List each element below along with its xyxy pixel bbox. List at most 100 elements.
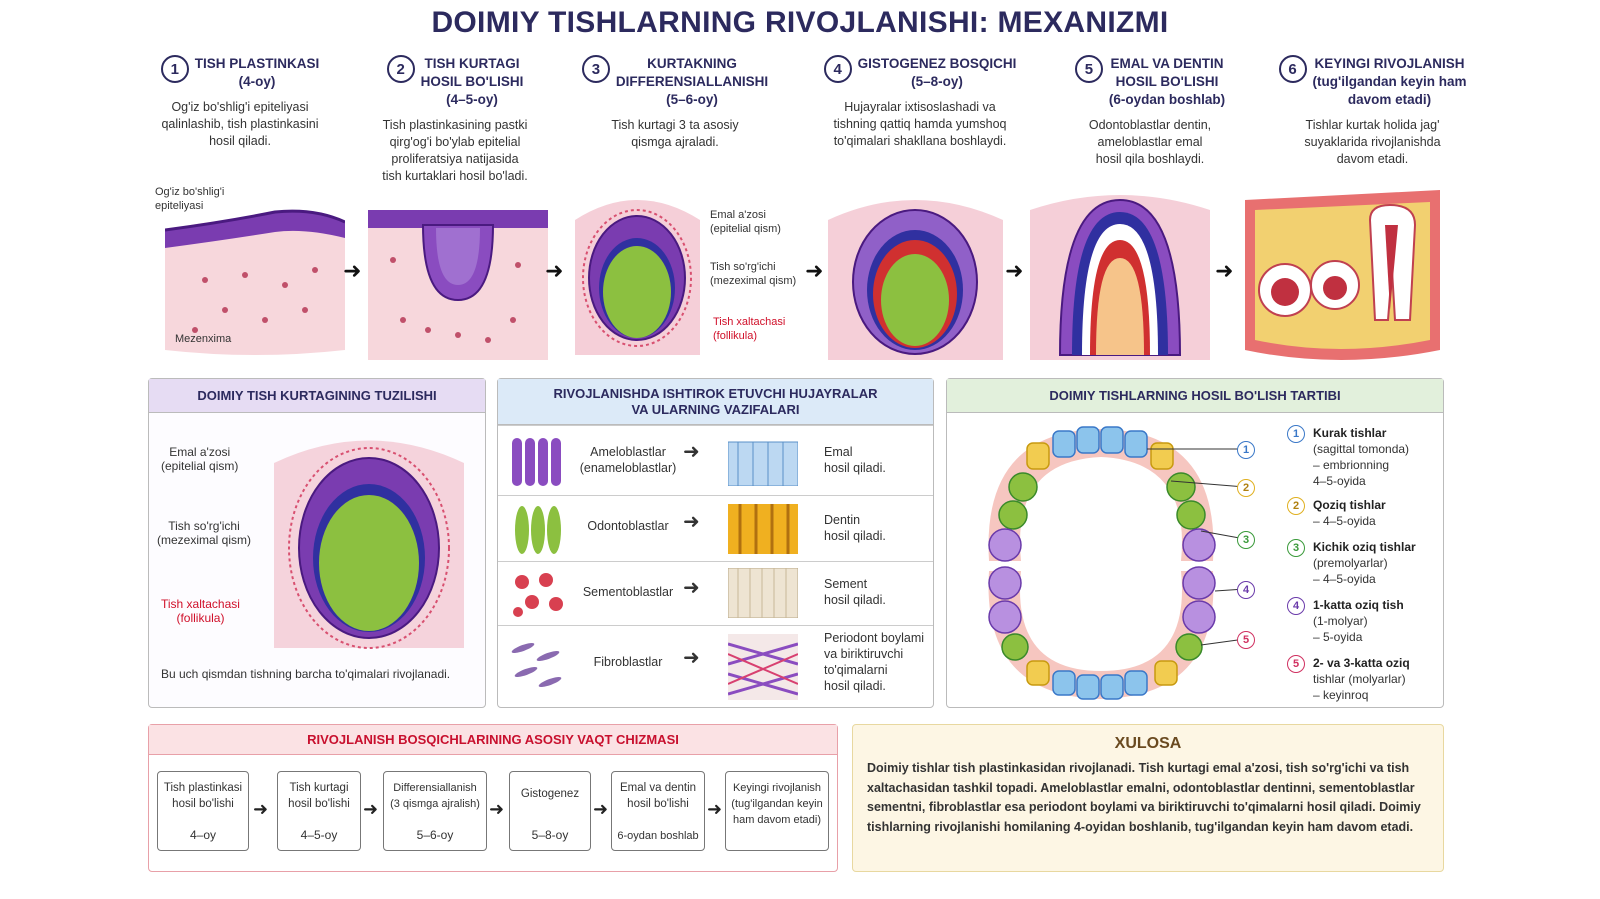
arrow-right-icon: ➜ (683, 647, 700, 669)
legend-number: 4 (1287, 597, 1305, 615)
cell-row: Sementoblastlar ➜ Sement hosil qiladi. (498, 561, 933, 625)
panel-title: DOIMIY TISH KURTAGINING TUZILISHI (149, 379, 485, 413)
legend-item: 3 Kichik oziq tishlar (premolyarlar) – 4–… (1287, 539, 1416, 587)
cell-name: Sementoblastlar (582, 585, 674, 599)
timeline-box-time: 5–6-oy (416, 828, 454, 842)
stage-number: 4 (823, 55, 852, 83)
legend-text: (1-molyar) – 5-oyida (1313, 614, 1368, 644)
legend-text: (premolyarlar) – 4–5-oyida (1313, 556, 1388, 586)
stage-6-illustration (1245, 190, 1440, 360)
timeline-box: Keyingi rivojlanish (tug'ilgandan keyin … (725, 771, 829, 851)
label-dental-papilla: Tish so'rg'ichi (mezeximal qism) (710, 261, 797, 287)
ameloblast-icon (512, 438, 561, 486)
legend-title: 1-katta oziq tish (1313, 598, 1404, 612)
dental-arch-diagram (988, 426, 1246, 700)
stage-description: Og'iz bo'shlig'i epiteliyasi qalinlashib… (161, 100, 319, 148)
panel-footer: Bu uch qismdan tishning barcha to'qimala… (161, 667, 451, 681)
cell-function: Periodont boylami va biriktiruvchi to'qi… (824, 631, 925, 693)
timeline-box-text: Tish plastinkasi hosil bo'lishi (163, 782, 243, 810)
arrow-right-icon: ➜ (805, 258, 824, 283)
cementoblast-icon (513, 573, 563, 617)
label-dental-follicle: Tish xaltachasi (follikula) (161, 597, 240, 625)
legend-number: 5 (1287, 655, 1305, 673)
periodontal-ligament-icon (728, 634, 798, 700)
arrow-right-icon: ➜ (545, 258, 564, 283)
label-dental-papilla: Tish so'rg'ichi (mezeximal qism) (157, 519, 252, 547)
callout-1: 1 (1237, 441, 1255, 459)
legend-item: 1 Kurak tishlar (sagittal tomonda) – embr… (1287, 425, 1409, 489)
legend-text: (sagittal tomonda) – embrionning 4–5-oyi… (1313, 442, 1410, 488)
conclusion-panel: XULOSA Doimiy tishlar tish plastinkasida… (852, 724, 1444, 872)
timeline-box-text: Tish kurtagi hosil bo'lishi (288, 782, 350, 810)
legend-title: Qoziq tishlar (1313, 498, 1386, 512)
timeline-box-time: 6-oydan boshlab (617, 830, 699, 842)
stage-4-illustration (828, 200, 1003, 360)
dentin-icon (728, 504, 798, 554)
legend-title: Kichik oziq tishlar (1313, 540, 1416, 554)
fibroblast-icon (511, 643, 562, 687)
stage-number: 1 (160, 55, 189, 83)
arrow-right-icon: ➜ (707, 799, 723, 819)
page-title: DOIMIY TISHLARNING RIVOJLANISHI: MEXANIZ… (431, 6, 1169, 39)
stage-2-illustration (368, 210, 548, 360)
legend-title: Kurak tishlar (1313, 426, 1387, 440)
stage-1-illustration (165, 209, 345, 355)
cell-name: Fibroblastlar (593, 655, 663, 669)
timeline-box-time: 5–8-oy (531, 828, 569, 842)
timeline-box: Differensiallanish (3 qismga ajralish) 5–… (383, 771, 487, 851)
eruption-order-panel: DOIMIY TISHLARNING HOSIL BO'LISH TARTIBI… (946, 378, 1444, 708)
panel-title: RIVOJLANISHDA ISHTIROK ETUVCHI HUJAYRALA… (498, 379, 933, 425)
cell-row: Ameloblastlar (enameloblastlar) ➜ Emal h… (498, 425, 933, 495)
legend-title: 2- va 3-katta oziq (1313, 656, 1410, 670)
tooth-bud-diagram (274, 440, 464, 649)
panel-title: XULOSA (1114, 735, 1182, 752)
cell-row: Fibroblastlar ➜ Periodont boylami va bir… (498, 625, 933, 707)
legend-number: 2 (1287, 497, 1305, 515)
upper-incisors (1052, 426, 1148, 458)
arrow-right-icon: ➜ (683, 577, 700, 599)
stage-description: Hujayralar ixtisoslashadi va tishning qa… (833, 100, 1007, 148)
arrow-right-icon: ➜ (363, 799, 379, 819)
callout-3: 3 (1237, 531, 1255, 549)
enamel-icon (728, 441, 798, 486)
stage-title: TISH PLASTINKASI (4-oy) (194, 56, 320, 89)
legend-number: 1 (1287, 425, 1305, 443)
timeline-box-text: Keyingi rivojlanish (tug'ilgandan keyin … (731, 782, 823, 826)
conclusion-text: Doimiy tishlar tish plastinkasidan rivoj… (867, 761, 1421, 834)
arrow-right-icon: ➜ (253, 799, 269, 819)
cell-row: Odontoblastlar ➜ Dentin hosil qiladi. (498, 495, 933, 561)
timeline-box-text: Differensiallanish (3 qismga ajralish) (390, 782, 480, 810)
timeline-box-time: 4–oy (189, 828, 217, 842)
stage-number: 5 (1074, 55, 1103, 83)
legend-item: 4 1-katta oziq tish (1-molyar) – 5-oyida (1287, 597, 1404, 645)
arrow-right-icon: ➜ (1005, 258, 1024, 283)
label-epithelium: Og'iz bo'shlig'i epiteliyasi (155, 186, 225, 212)
legend-number: 3 (1287, 539, 1305, 557)
stage-description: Tishlar kurtak holida jag' suyaklarida r… (1304, 118, 1441, 166)
panel-title: DOIMIY TISHLARNING HOSIL BO'LISH TARTIBI (947, 379, 1443, 413)
label-enamel-organ: Emal a'zosi (epitelial qism) (710, 209, 781, 235)
stage-description: Tish plastinkasining pastki qirg'og'i bo… (382, 118, 528, 183)
arrow-right-icon: ➜ (683, 441, 700, 463)
stage-description: Odontoblastlar dentin, ameloblastlar ema… (1088, 118, 1212, 166)
stage-description: Tish kurtagi 3 ta asosiy qismga ajraladi… (611, 118, 739, 149)
callout-5: 5 (1237, 631, 1255, 649)
stage-5-illustration (1030, 195, 1210, 360)
cementum-icon (728, 568, 798, 618)
stage-3-illustration (575, 200, 700, 355)
cells-panel: RIVOJLANISHDA ISHTIROK ETUVCHI HUJAYRALA… (497, 378, 934, 708)
stage-title: KURTAKNING DIFFERENSIALLANISHI (5–6-oy) (615, 56, 769, 107)
timeline-box-time: 4–5-oy (300, 828, 338, 842)
label-dental-follicle: Tish xaltachasi (follikula) (713, 316, 786, 342)
timeline-panel: RIVOJLANISH BOSQICHLARINING ASOSIY VAQT … (148, 724, 838, 872)
bud-structure-panel: DOIMIY TISH KURTAGINING TUZILISHI Emal a… (148, 378, 486, 708)
